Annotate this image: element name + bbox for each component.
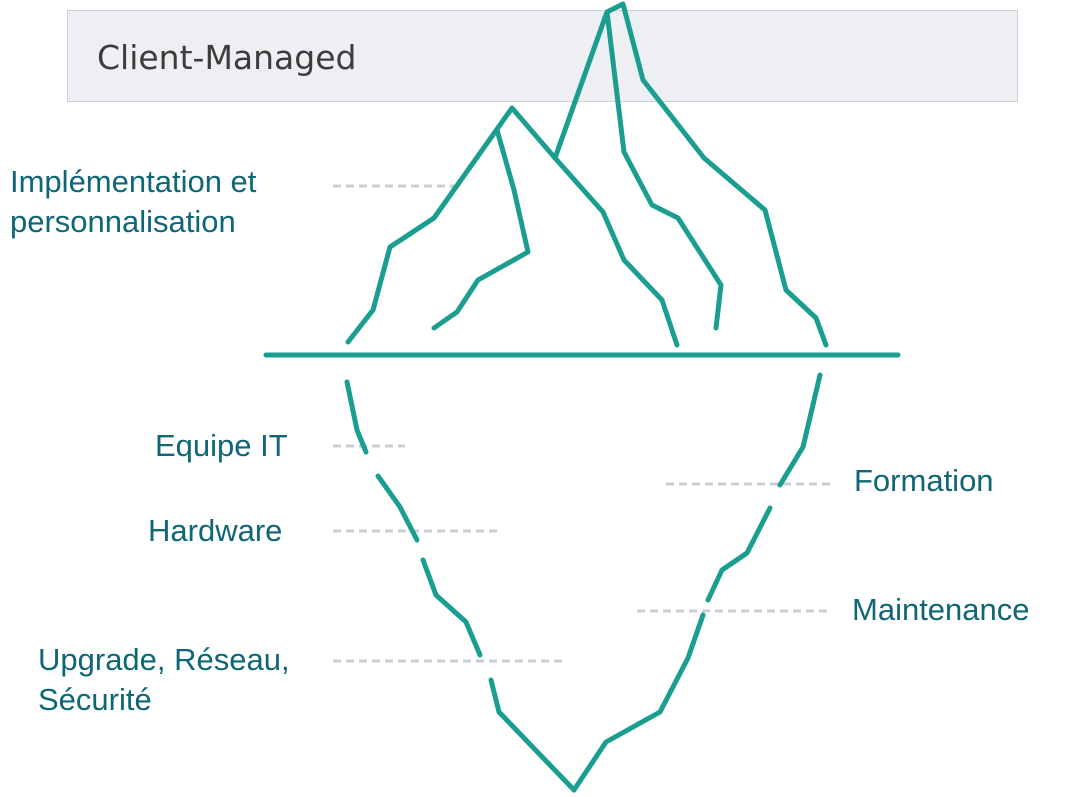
label-formation: Formation <box>854 463 994 498</box>
iceberg-bottom-right <box>571 612 706 793</box>
iceberg-fold-right <box>604 9 724 331</box>
iceberg-bottom-left <box>344 379 369 455</box>
label-maintenance: Maintenance <box>852 592 1030 627</box>
iceberg-top-left-peak <box>345 105 558 345</box>
label-implementation-line2: personnalisation <box>10 204 236 239</box>
label-hardware: Hardware <box>148 513 283 548</box>
iceberg-fold-left <box>431 127 531 331</box>
iceberg-top-right-peak <box>552 1 829 348</box>
iceberg-bottom-right-3 <box>777 372 823 488</box>
label-upgrade-line2: Sécurité <box>38 682 152 717</box>
iceberg-bottom-right-2 <box>705 505 773 603</box>
iceberg-bottom-left-3 <box>420 557 483 658</box>
iceberg-bottom-left-4 <box>488 677 577 793</box>
header-title: Client-Managed <box>97 38 357 77</box>
label-equipe-it: Equipe IT <box>155 428 288 463</box>
iceberg-bottom-left-2 <box>375 473 420 543</box>
iceberg-fold-mid <box>552 155 680 348</box>
label-implementation-line1: Implémentation et <box>10 164 257 199</box>
header-box <box>67 10 1018 102</box>
label-upgrade-line1: Upgrade, Réseau, <box>38 642 290 677</box>
